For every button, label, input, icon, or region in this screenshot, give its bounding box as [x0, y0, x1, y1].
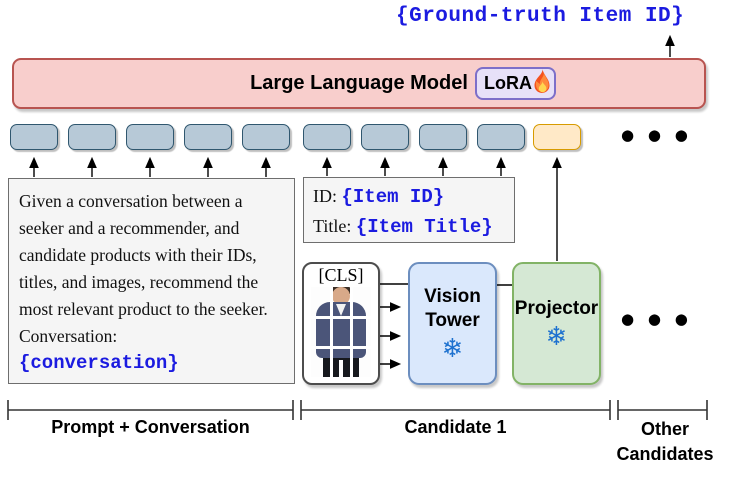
item-title-label: Title: [313, 216, 356, 236]
candidate-text-box: ID: {Item ID} Title: {Item Title} [303, 177, 515, 243]
token-embedding [477, 124, 525, 150]
frozen-snowflake-icon: ❄ [441, 333, 464, 364]
vision-tower-box: Vision Tower ❄ [408, 262, 497, 385]
llm-box: Large Language Model LoRA [12, 58, 706, 109]
projector-label: Projector [514, 297, 599, 319]
llm-title: Large Language Model [250, 72, 468, 94]
product-image [311, 287, 371, 377]
image-token-embedding [533, 124, 581, 150]
ellipsis-candidates: ● ● ● [621, 310, 688, 328]
cls-token-label: [CLS] [318, 265, 364, 285]
projector-box: Projector ❄ [512, 262, 601, 385]
span-label-prompt-conversation: Prompt + Conversation [51, 417, 250, 437]
token-embedding [126, 124, 174, 150]
item-id-value: {Item ID} [341, 186, 445, 208]
token-embedding [68, 124, 116, 150]
prompt-box: Given a conversation between a seeker an… [8, 178, 295, 384]
token-embedding [419, 124, 467, 150]
item-id-row: ID: {Item ID} [313, 182, 506, 212]
span-label-other-candidates: Other Candidates [616, 419, 714, 464]
ground-truth-label: {Ground-truth Item ID} [396, 5, 685, 28]
item-id-label: ID: [313, 186, 342, 206]
token-embedding [361, 124, 409, 150]
lora-badge: LoRA [475, 67, 556, 100]
token-embedding [242, 124, 290, 150]
prompt-text: Given a conversation between a seeker an… [19, 191, 268, 346]
cls-image-box: [CLS] [302, 262, 380, 385]
lora-label: LoRA [484, 73, 532, 93]
token-embedding [303, 124, 351, 150]
item-title-row: Title: {Item Title} [313, 212, 506, 242]
item-title-value: {Item Title} [355, 216, 493, 238]
span-label-candidate-1: Candidate 1 [404, 417, 507, 437]
token-embedding [184, 124, 232, 150]
frozen-snowflake-icon: ❄ [545, 321, 568, 352]
token-embedding [10, 124, 58, 150]
ellipsis-tokens: ● ● ● [621, 126, 688, 144]
conversation-placeholder: {conversation} [19, 352, 179, 374]
vision-tower-label: Vision Tower [424, 285, 481, 331]
fire-icon [534, 67, 550, 93]
